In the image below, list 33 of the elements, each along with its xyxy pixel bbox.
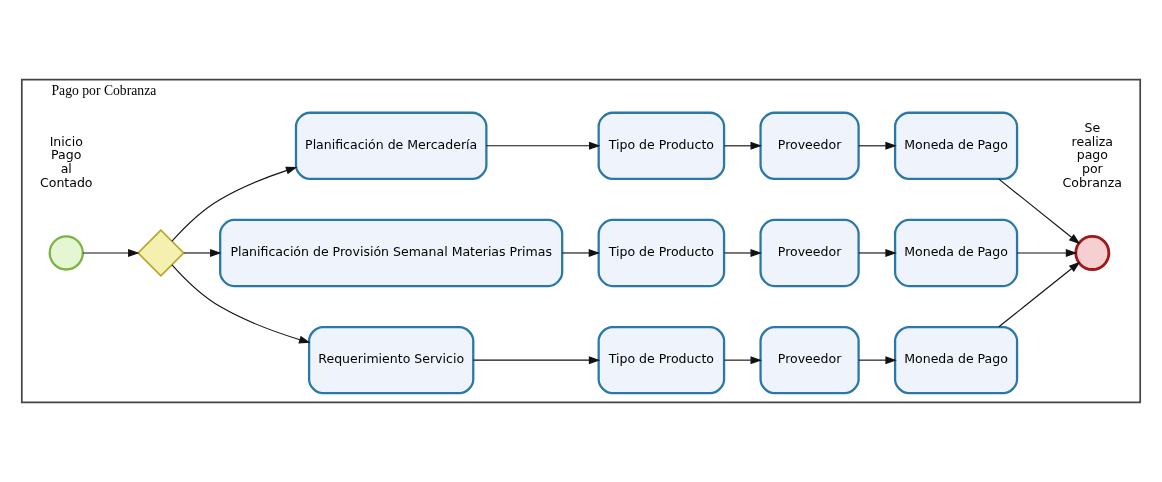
arrow — [858, 141, 897, 150]
node-box: Proveedor — [759, 325, 860, 395]
arrow — [171, 264, 311, 344]
node-box: Tipo de Producto — [597, 325, 726, 395]
node-box: Proveedor — [759, 111, 860, 180]
node-box: Moneda de Pago — [893, 325, 1019, 395]
node-box: Planificación de Provisión Semanal Materias Primas — [219, 218, 564, 288]
node-circle — [1074, 235, 1111, 271]
node-box: Requerimiento Servicio — [307, 325, 475, 395]
arrow — [998, 261, 1081, 328]
arrow — [82, 248, 140, 257]
node-box: Moneda de Pago — [893, 218, 1019, 288]
node-circle — [48, 235, 84, 271]
node-box: Tipo de Producto — [597, 111, 726, 180]
node-diamond — [136, 228, 185, 277]
arrow — [561, 248, 601, 257]
node-label: Se realiza pago por Cobranza — [1062, 119, 1123, 190]
node-box: Planificación de Mercadería — [294, 111, 488, 180]
arrow — [171, 166, 298, 242]
arrow — [183, 248, 222, 257]
arrow — [723, 356, 762, 365]
arrow — [998, 178, 1081, 245]
arrow — [1016, 248, 1078, 257]
arrow — [858, 356, 897, 365]
arrow — [485, 141, 601, 150]
arrow — [858, 248, 897, 257]
node-box: Proveedor — [759, 218, 860, 288]
arrow — [472, 356, 601, 365]
node-label: Inicio Pago al Contado — [39, 133, 93, 190]
arrow — [723, 141, 762, 150]
node-box: Moneda de Pago — [893, 111, 1019, 180]
node-box: Tipo de Producto — [597, 218, 726, 288]
arrow — [723, 248, 762, 257]
